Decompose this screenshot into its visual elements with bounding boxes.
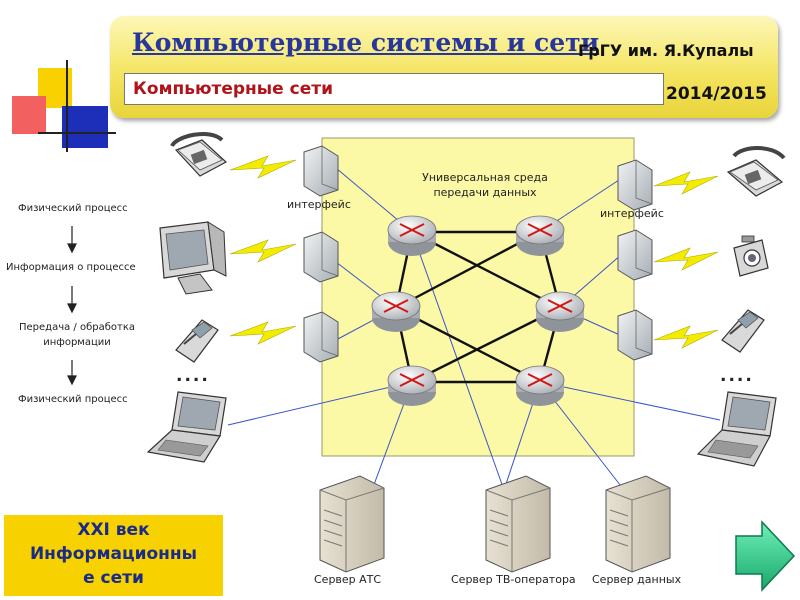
lightning-icon — [653, 171, 719, 349]
server-ats-label: Сервер АТС — [314, 573, 382, 586]
deco-horizontal-line — [38, 132, 116, 134]
interface-icon — [303, 311, 339, 363]
process-step-3-line1: Передача / обработка — [18, 322, 135, 333]
server-icon — [319, 475, 385, 573]
process-arrows — [67, 226, 77, 386]
telephone-icon — [170, 131, 228, 177]
medium-label-line2: передачи данных — [433, 186, 537, 199]
dots-left: .... — [176, 366, 210, 386]
backbone-links — [394, 230, 562, 384]
camera-icon — [733, 235, 769, 277]
server-tv-label: Сервер ТВ-оператора — [451, 573, 576, 586]
next-arrow-icon — [735, 520, 796, 592]
process-step-3-line2: информации — [43, 337, 111, 348]
process-step-4: Физический процесс — [18, 394, 128, 405]
dots-right: .... — [720, 366, 754, 386]
process-step-1: Физический процесс — [18, 203, 128, 214]
interface-label-right: интерфейс — [600, 207, 664, 220]
mobile-phone-icon — [175, 319, 219, 363]
lightning-icon — [229, 155, 297, 345]
deco-blue-square — [62, 106, 108, 148]
server-icon — [485, 475, 551, 573]
monitor-icon — [159, 221, 227, 295]
page-title: Компьютерные системы и сети — [132, 28, 600, 57]
router-icon — [387, 215, 437, 256]
university-name: ГрГУ им. Я.Купалы — [578, 41, 754, 60]
next-slide-button[interactable] — [730, 520, 796, 588]
page-subtitle: Компьютерные сети — [133, 79, 333, 99]
server-data-label: Сервер данных — [592, 573, 682, 586]
interface-icon — [617, 229, 653, 281]
interface-icon — [617, 309, 653, 361]
subtitle-box — [124, 73, 664, 105]
mobile-phone-icon — [721, 309, 765, 353]
server-icon — [605, 475, 671, 573]
router-icon — [515, 215, 565, 256]
topic-text: XXI век Информационны е сети — [4, 518, 223, 590]
router-icon — [387, 365, 437, 406]
topic-line2: Информационны — [29, 544, 198, 564]
laptop-icon — [146, 391, 227, 463]
academic-year: 2014/2015 — [666, 84, 767, 104]
interface-icon — [303, 145, 339, 197]
topic-line1: XXI век — [77, 520, 150, 540]
interface-icon — [617, 159, 653, 211]
topic-line3: е сети — [83, 568, 144, 588]
telephone-icon — [726, 146, 786, 197]
laptop-icon — [696, 391, 777, 467]
process-step-2: Информация о процессе — [6, 262, 136, 273]
medium-label: Универсальная среда передачи данных — [400, 170, 570, 200]
process-step-3: Передача / обработка информации — [4, 320, 150, 350]
medium-label-line1: Универсальная среда — [422, 171, 548, 184]
topic-box — [4, 515, 223, 596]
interface-icon — [303, 231, 339, 283]
router-icon — [515, 365, 565, 406]
deco-red-square — [12, 96, 46, 134]
router-icon — [371, 291, 421, 332]
interface-label-left: интерфейс — [287, 198, 351, 211]
router-icon — [535, 291, 585, 332]
transmission-medium-area — [321, 137, 635, 457]
deco-vertical-line — [66, 60, 68, 152]
